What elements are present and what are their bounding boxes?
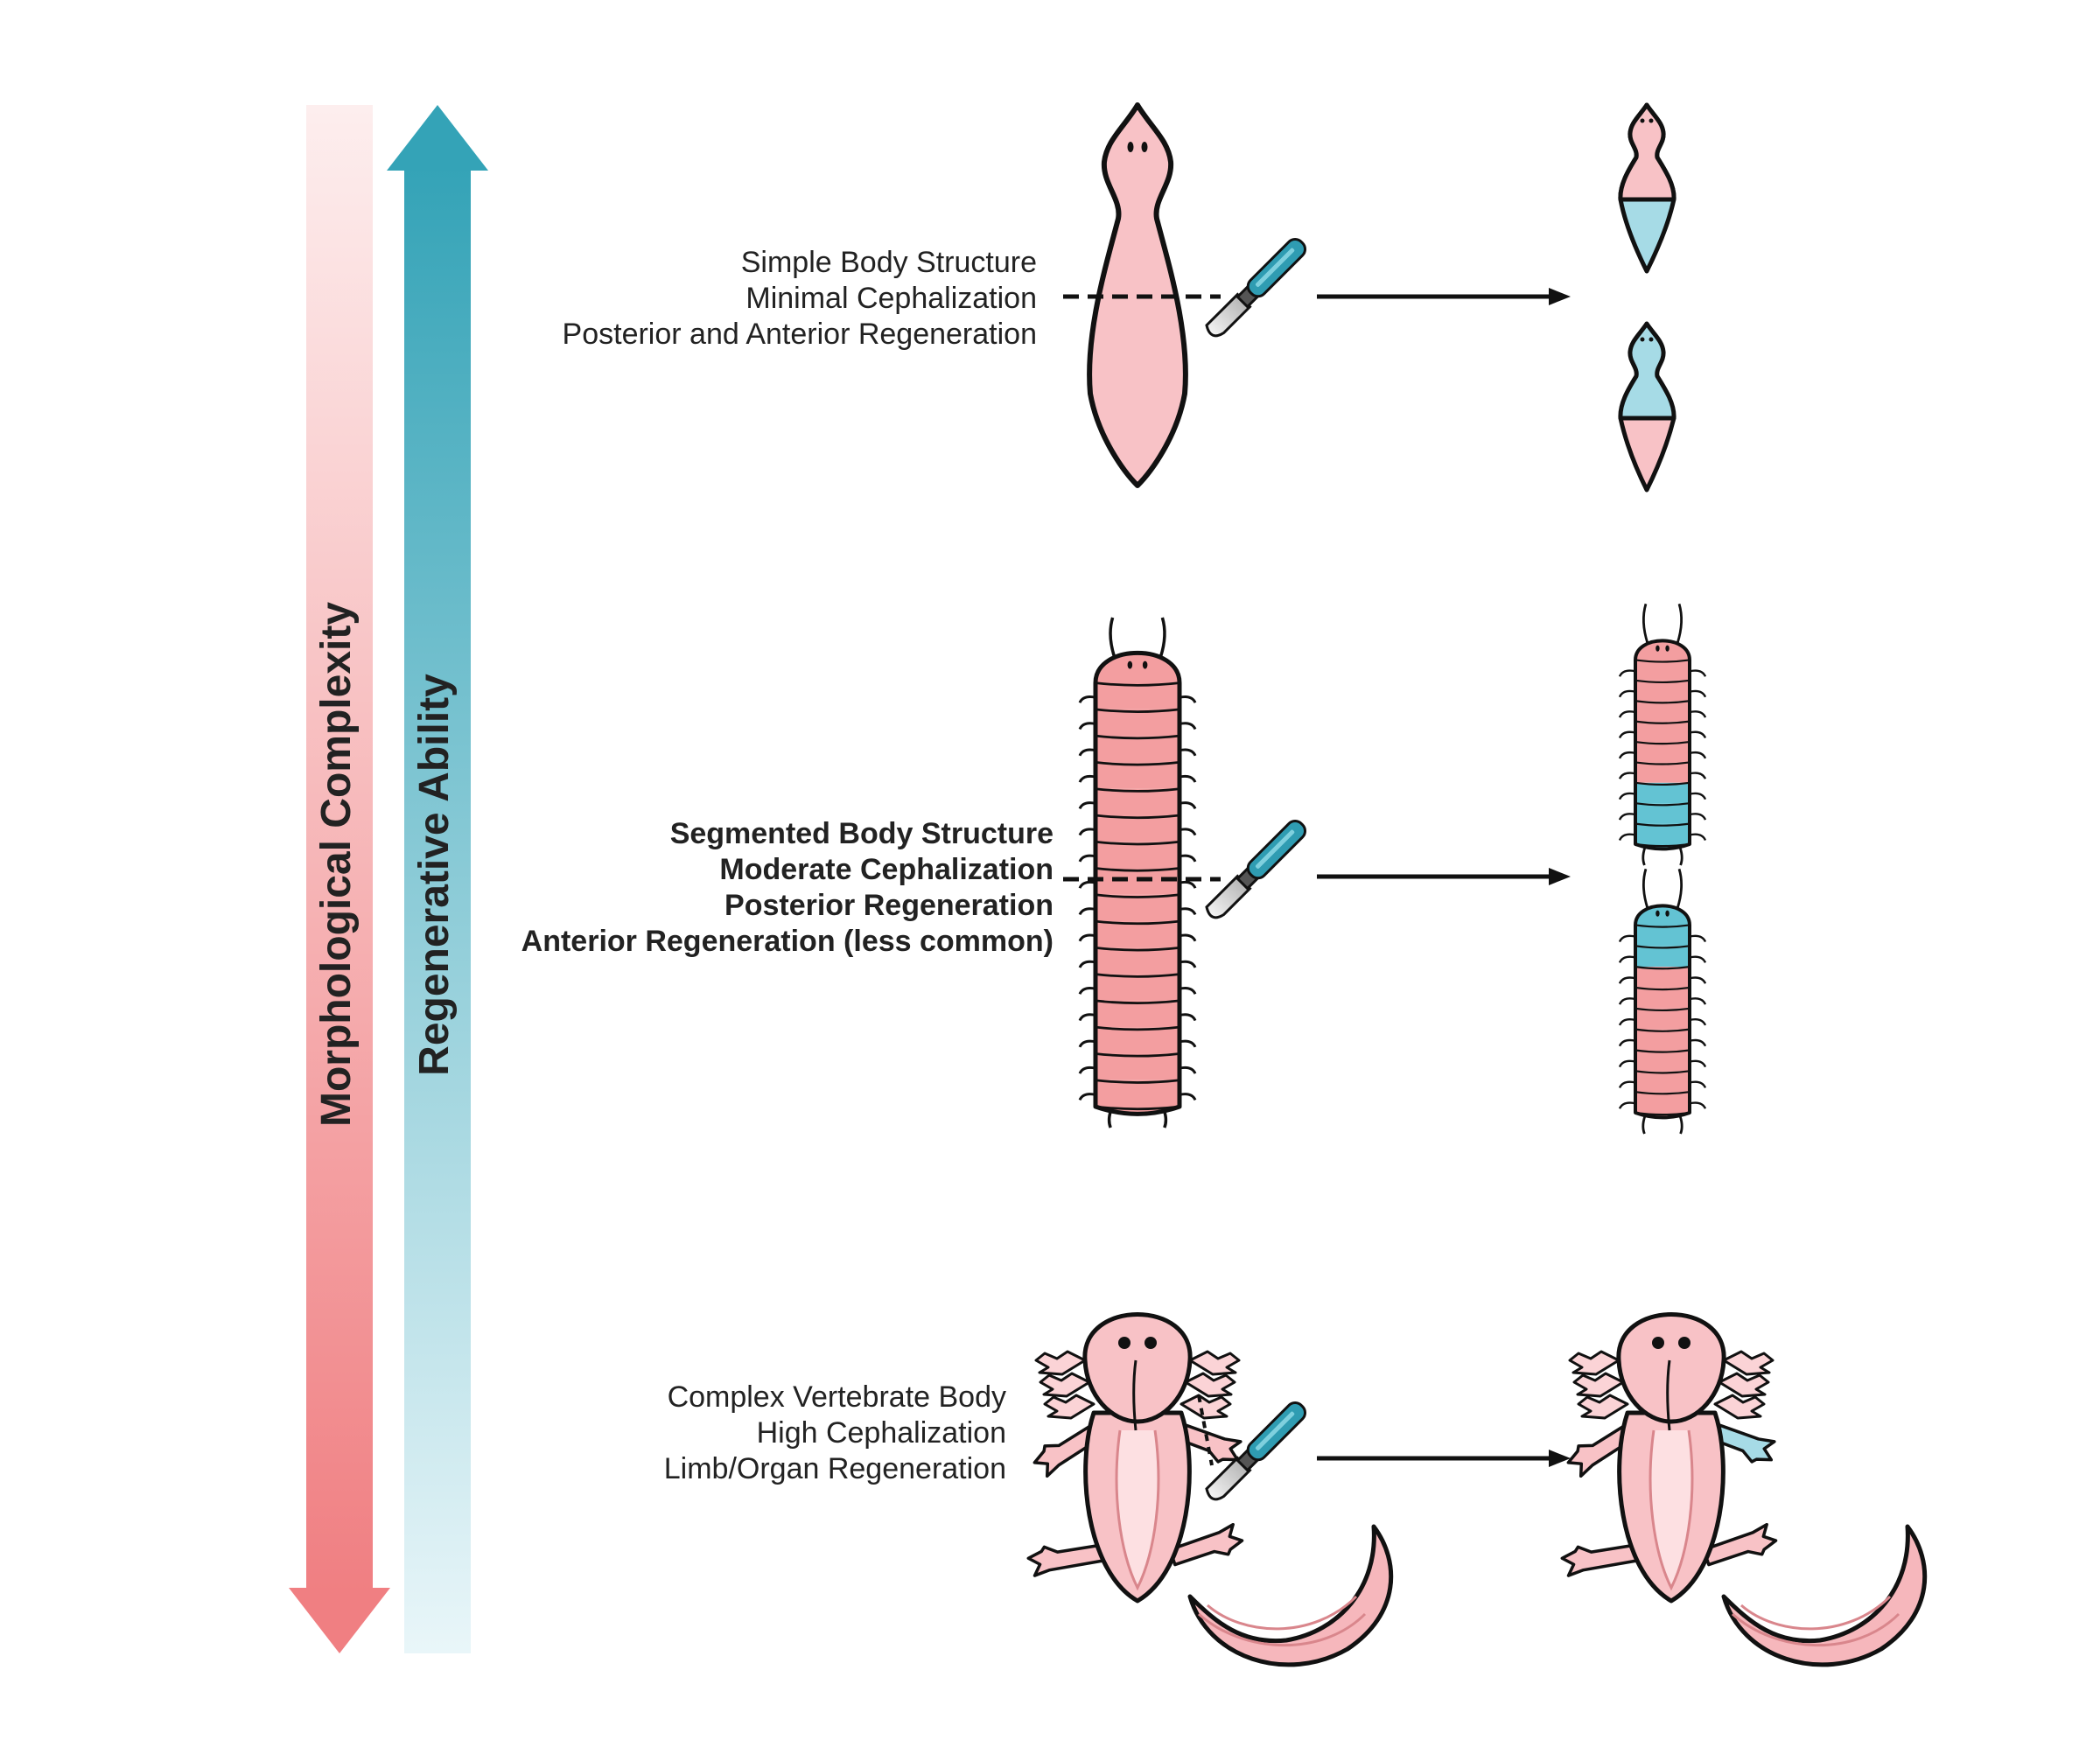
row-segmented-line-4: Anterior Regeneration (less common): [522, 925, 1054, 958]
scalpel-icon: [1205, 1401, 1307, 1501]
axolotl-original: [1026, 1312, 1394, 1667]
regeneration-axis-label: Regenerative Ability: [411, 674, 458, 1076]
flatworm-eye-left: [1127, 142, 1134, 152]
segmented-worm-original: [1078, 617, 1197, 1129]
segmented-worm-anterior-fragment: [1618, 603, 1707, 866]
row-segmented-worm-description: Segmented Body Structure Moderate Cephal…: [522, 817, 1054, 958]
axolotl-regenerated: [1560, 1312, 1928, 1667]
row-axolotl-line-3: Limb/Organ Regeneration: [664, 1452, 1006, 1485]
flatworm-posterior-fragment: [1618, 321, 1676, 493]
flatworm-eye-right: [1141, 142, 1148, 152]
row-axolotl-description: Complex Vertebrate Body High Cephalizati…: [664, 1380, 1006, 1485]
arrow-right-icon: [1317, 1450, 1571, 1467]
arrow-right-icon: [1317, 288, 1571, 305]
regeneration-arrow: [387, 105, 488, 1653]
flatworm-anterior-fragment: [1618, 102, 1676, 274]
row-axolotl-line-1: Complex Vertebrate Body: [668, 1380, 1006, 1414]
row-flatworm-line-1: Simple Body Structure: [741, 246, 1037, 279]
row-segmented-line-2: Moderate Cephalization: [719, 853, 1054, 886]
arrow-right-icon: [1317, 868, 1571, 885]
row-axolotl-line-2: High Cephalization: [757, 1416, 1006, 1450]
row-flatworm-line-2: Minimal Cephalization: [746, 282, 1037, 315]
row-segmented-line-1: Segmented Body Structure: [670, 817, 1054, 850]
row-flatworm-line-3: Posterior and Anterior Regeneration: [563, 318, 1037, 351]
row-flatworm-description: Simple Body Structure Minimal Cephalizat…: [563, 246, 1037, 351]
segmented-worm-posterior-fragment: [1618, 868, 1707, 1135]
dashed-cut-line: [1197, 1394, 1214, 1466]
row-segmented-line-3: Posterior Regeneration: [724, 889, 1054, 922]
complexity-axis-label: Morphological Complexity: [313, 602, 360, 1127]
scalpel-icon: [1205, 237, 1307, 338]
complexity-arrow: [289, 105, 390, 1653]
scalpel-icon: [1205, 819, 1307, 919]
